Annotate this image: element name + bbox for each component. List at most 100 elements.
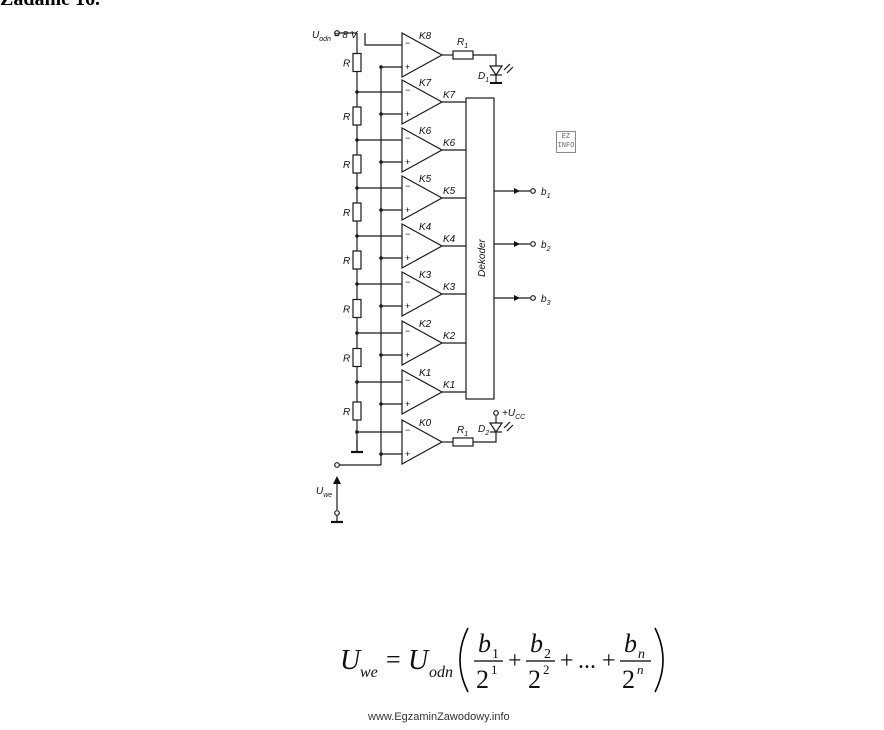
comparator-label-k5: K5 <box>419 174 432 185</box>
comparator-minus-k4: − <box>405 229 410 239</box>
comparator-k6 <box>401 126 444 174</box>
resistor-r1-bottom-label: R1 <box>457 425 468 438</box>
comparator-k1 <box>401 368 444 416</box>
formula-equals: = <box>386 645 401 674</box>
resistor-r1 <box>352 401 362 421</box>
formula-right-paren <box>654 627 664 693</box>
task-heading: Zadanie 16. <box>0 0 100 11</box>
comparator-k5 <box>401 174 444 222</box>
decoder-box <box>465 97 495 400</box>
output-arrow-icon-b2 <box>514 241 520 247</box>
comparator-minus-k6: − <box>405 133 410 143</box>
decoder-input-label-k2: K2 <box>443 331 456 342</box>
formula-left-paren <box>459 627 469 693</box>
decoder-input-label-k7: K7 <box>443 90 456 101</box>
term3-den: 2 <box>622 665 635 694</box>
ellipsis: ... <box>578 648 596 674</box>
resistor-r2 <box>352 347 362 368</box>
term1-den-sup: 1 <box>491 662 498 677</box>
decoder-input-label-k4: K4 <box>443 234 456 245</box>
output-label-b2: b2 <box>541 240 551 253</box>
comparator-minus-k7: − <box>405 85 410 95</box>
formula-ref-sub: odn <box>429 664 453 681</box>
comparator-plus-k4: + <box>405 253 410 263</box>
decoder-input-label-k3: K3 <box>443 282 456 293</box>
comparator-k7 <box>401 78 444 126</box>
bus-node-k6 <box>379 160 383 164</box>
bus-node-k5 <box>379 208 383 212</box>
d1-wire <box>473 54 497 66</box>
decoder-label: Dekoder <box>477 238 488 276</box>
comparator-k4 <box>401 222 444 270</box>
resistor-label-r2: R <box>343 354 350 365</box>
ladder-node-k5 <box>355 186 359 190</box>
comparator-k3 <box>401 270 444 318</box>
bus-node-k0 <box>379 452 383 456</box>
d2-wire <box>473 432 497 443</box>
comparator-plus-k2: + <box>405 350 410 360</box>
resistor-r6 <box>352 154 362 174</box>
ladder-node-k0 <box>355 430 359 434</box>
term3-den-sup: n <box>637 662 644 677</box>
comparator-plus-k3: + <box>405 301 410 311</box>
term1-den: 2 <box>476 665 489 694</box>
diode-d2-light-icon <box>503 421 514 432</box>
resistor-label-r4: R <box>343 256 350 267</box>
footer-source: www.EgzaminZawodowy.info <box>368 711 510 723</box>
comparator-label-k0: K0 <box>419 418 432 429</box>
output-terminal-b3 <box>530 295 536 301</box>
diode-d2-label: D2 <box>478 424 489 437</box>
supply-terminal <box>493 410 499 416</box>
formula-lhs-sub: we <box>360 664 378 681</box>
input-arrow-icon <box>333 476 341 484</box>
reference-label: Uodn = 8 V <box>312 30 359 43</box>
ladder-node-k3 <box>355 282 359 286</box>
resistor-label-r7: R <box>343 112 350 123</box>
term1-num: b <box>478 629 491 658</box>
comparator-plus-k1: + <box>405 399 410 409</box>
resistor-label-r8: R <box>343 59 350 70</box>
bus-node-k7 <box>379 112 383 116</box>
comparator-plus-k0: + <box>405 449 410 459</box>
comparator-plus-k7: + <box>405 109 410 119</box>
ladder-node-k7 <box>355 90 359 94</box>
decoder-input-label-k6: K6 <box>443 138 456 149</box>
supply-label: +UCC <box>502 408 526 421</box>
resistor-r5 <box>352 202 362 222</box>
output-label-b3: b3 <box>541 294 551 307</box>
plus-1: + <box>508 648 522 674</box>
output-terminal-b2 <box>530 241 536 247</box>
decoder-input-label-k5: K5 <box>443 186 456 197</box>
term2-den-sup: 2 <box>543 662 550 677</box>
comparator-minus-k0: − <box>405 425 410 435</box>
comparator-label-k7: K7 <box>419 78 432 89</box>
resistor-label-r3: R <box>343 305 350 316</box>
comparator-plus-k8: + <box>405 62 410 72</box>
comparator-k2 <box>401 319 444 367</box>
comparator-label-k6: K6 <box>419 126 432 137</box>
formula-ref: U <box>408 645 430 676</box>
comparator-minus-k2: − <box>405 326 410 336</box>
term3-num: b <box>624 629 637 658</box>
output-terminal-b1 <box>530 188 536 194</box>
output-arrow-icon-b3 <box>514 295 520 301</box>
output-arrow-icon-b1 <box>514 188 520 194</box>
term1-num-sub: 1 <box>492 647 499 662</box>
resistor-label-r5: R <box>343 208 350 219</box>
bus-node-k1 <box>379 402 383 406</box>
term2-den: 2 <box>528 665 541 694</box>
comparator-label-k3: K3 <box>419 270 432 281</box>
output-label-b1: b1 <box>541 187 551 200</box>
bus-node-k8 <box>379 65 383 69</box>
comparator-label-k2: K2 <box>419 319 432 330</box>
comparator-k0 <box>401 418 444 466</box>
resistor-label-r6: R <box>343 160 350 171</box>
bus-node-k4 <box>379 256 383 260</box>
comparator-k8 <box>401 31 444 79</box>
plus-3: + <box>602 648 616 674</box>
formula-lhs: U <box>340 645 362 676</box>
comparator-minus-k5: − <box>405 181 410 191</box>
ladder-node-k6 <box>355 138 359 142</box>
